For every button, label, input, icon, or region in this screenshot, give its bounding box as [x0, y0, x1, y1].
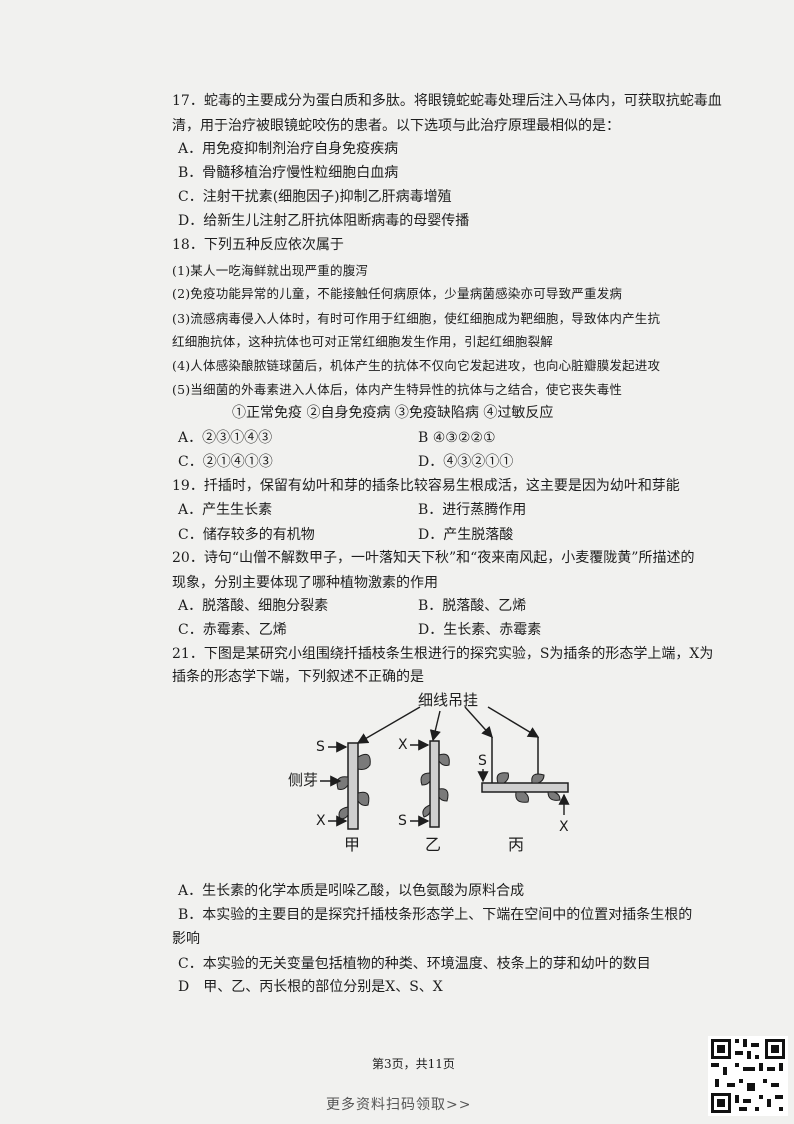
q20-option-d: D．生长素、赤霉素 [418, 622, 542, 638]
page-number: 第3页，共11页 [372, 1057, 455, 1071]
q19-option-d: D．产生脱落酸 [418, 527, 514, 543]
q18-option-a: A．②③①④③ [178, 430, 273, 446]
cutting-yi [420, 740, 450, 828]
q21-figure: 细线吊挂 S 侧芽 X 甲 X S 乙 [288, 691, 570, 854]
q18-option-c: C．②①④①③ [178, 454, 273, 470]
more-resources-link[interactable]: 更多资料扫码领取>> [326, 1097, 472, 1113]
q18-stem: 18．下列五种反应依次属于 [172, 237, 344, 253]
q19-option-b: B．进行蒸腾作用 [418, 502, 527, 518]
q19-option-c: C．储存较多的有机物 [178, 527, 315, 543]
q17-option-a: A．用免疫抑制剂治疗自身免疫疾病 [178, 141, 399, 157]
yi-x-label: X [398, 737, 408, 753]
q17-stem-line1: 17．蛇毒的主要成分为蛋白质和多肽。将眼镜蛇蛇毒处理后注入马体内，可获取抗蛇毒血 [172, 93, 722, 109]
cutting-bing [481, 737, 569, 803]
name-yi: 乙 [425, 835, 441, 854]
q20-stem-line2: 现象，分别主要体现了哪种植物激素的作用 [172, 575, 438, 591]
q18-item-2: (2)免疫功能异常的儿童，不能接触任何病原体，少量病菌感染亦可导致严重发病 [172, 286, 623, 301]
bing-s-label: S [478, 753, 487, 769]
q18-option-b: B ④③②②① [418, 430, 496, 446]
yi-s-label: S [398, 813, 407, 829]
q20-option-a: A．脱落酸、细胞分裂素 [178, 598, 329, 614]
q17-option-c: C．注射干扰素(细胞因子)抑制乙肝病毒增殖 [178, 189, 452, 205]
qr-code-icon[interactable] [708, 1036, 788, 1116]
q18-item-5: (5)当细菌的外毒素进入人体后，体内产生特异性的抗体与之结合，使它丧失毒性 [172, 382, 623, 397]
q17-stem-line2: 清，用于治疗被眼镜蛇咬伤的患者。以下选项与此治疗原理最相似的是： [172, 118, 620, 134]
q21-stem-line1: 21．下图是某研究小组围绕扦插枝条生根进行的探究实验，S为插条的形态学上端，X为 [172, 646, 714, 662]
jia-x-label: X [316, 813, 326, 829]
q18-item-1: (1)某人一吃海鲜就出现严重的腹泻 [172, 263, 369, 278]
cutting-jia [336, 742, 371, 830]
q18-legend: ①正常免疫 ②自身免疫病 ③免疫缺陷病 ④过敏反应 [232, 405, 554, 421]
name-bing: 丙 [508, 835, 524, 854]
q21-option-c: C．本实验的无关变量包括植物的种类、环境温度、枝条上的芽和幼叶的数目 [178, 956, 651, 972]
q18-option-d: D．④③②①① [418, 454, 514, 470]
q17-option-d: D．给新生儿注射乙肝抗体阻断病毒的母婴传播 [178, 213, 470, 229]
q20-option-c: C．赤霉素、乙烯 [178, 622, 287, 638]
q21-option-b-line2: 影响 [172, 931, 200, 947]
q21-option-d: D 甲、乙、丙长根的部位分别是X、S、X [178, 979, 443, 995]
bud-label: 侧芽 [288, 771, 318, 789]
q21-option-a: A．生长素的化学本质是吲哚乙酸，以色氨酸为原料合成 [178, 883, 525, 899]
q19-option-a: A．产生生长素 [178, 502, 273, 518]
q21-stem-line2: 插条的形态学下端，下列叙述不正确的是 [172, 669, 424, 685]
q20-stem-line1: 20．诗句“山僧不解数甲子，一叶落知天下秋”和“夜来南风起，小麦覆陇黄”所描述的 [172, 550, 695, 566]
bing-x-label: X [559, 819, 569, 835]
name-jia: 甲 [344, 835, 360, 854]
q18-item-3b: 红细胞抗体，这种抗体也可对正常红细胞发生作用，引起红细胞裂解 [172, 334, 554, 349]
q19-stem: 19．扦插时，保留有幼叶和芽的插条比较容易生根成活，这主要是因为幼叶和芽能 [172, 478, 680, 494]
q17-option-b: B．骨髓移植治疗慢性粒细胞白血病 [178, 165, 399, 181]
q21-option-b-line1: B．本实验的主要目的是探究扦插枝条形态学上、下端在空间中的位置对插条生根的 [178, 907, 693, 923]
jia-s-label: S [316, 739, 325, 755]
q20-option-b: B．脱落酸、乙烯 [418, 598, 527, 614]
q18-item-3a: (3)流感病毒侵入人体时，有时可作用于红细胞，使红细胞成为靶细胞，导致体内产生抗 [172, 311, 661, 326]
hang-label: 细线吊挂 [418, 691, 478, 709]
q18-item-4: (4)人体感染酿脓链球菌后，机体产生的抗体不仅向它发起进攻，也向心脏瓣膜发起进攻 [172, 358, 661, 373]
